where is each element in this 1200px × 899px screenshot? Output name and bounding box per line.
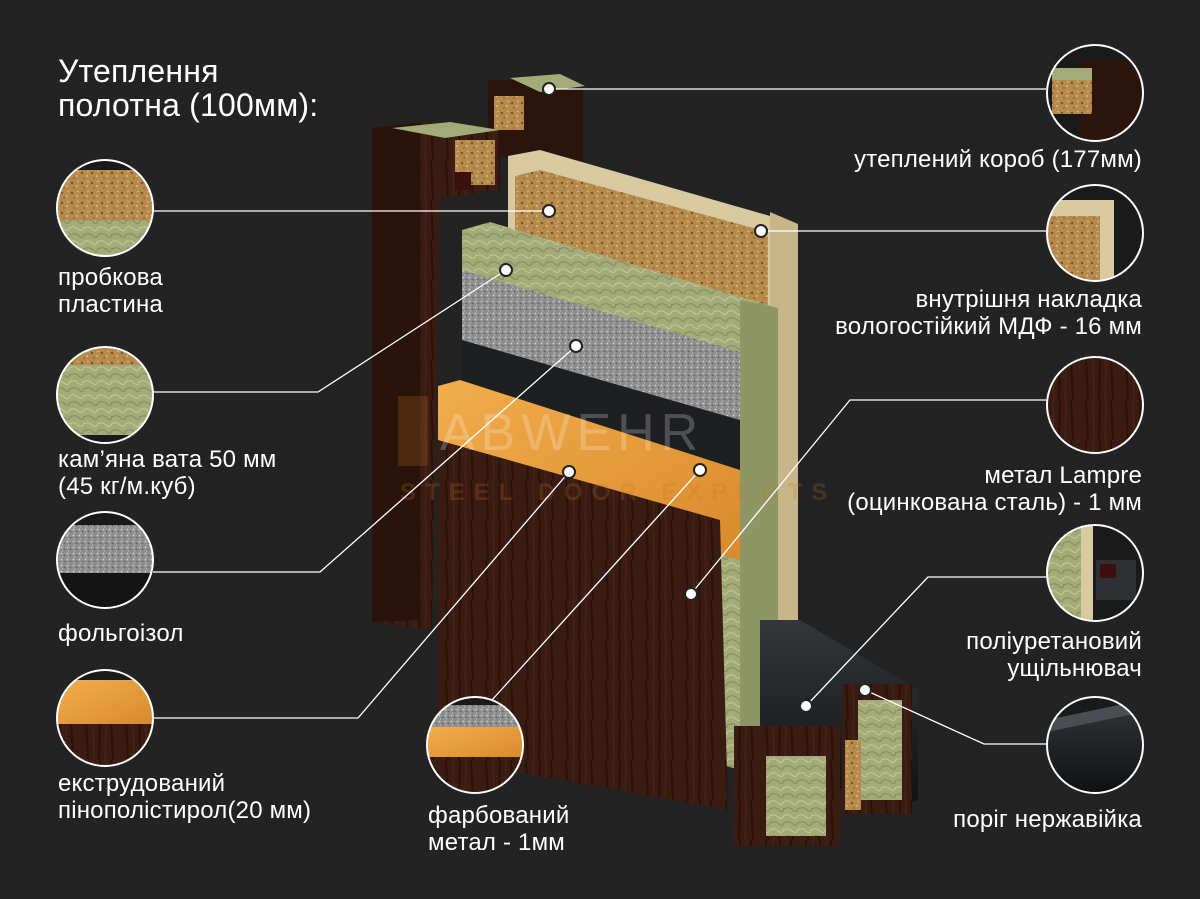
label-inner-panel: внутрішня накладка вологостійкий МДФ - 1… [835,286,1142,340]
zoom-circle-lampre [1046,356,1144,454]
label-stone-wool-line-2: (45 кг/м.куб) [58,473,196,500]
label-painted-metal-line-1: фарбований [428,802,570,829]
title-line-2: полотна (100мм): [58,87,319,123]
dot-threshold [858,683,872,697]
callout-dots [499,82,872,713]
dot-pu-seal [799,699,813,713]
label-lampre-metal: метал Lampre (оцинкована сталь) - 1 мм [847,462,1142,516]
label-xps: екструдований пінополістирол(20 мм) [58,770,311,824]
leader-foil [153,345,577,573]
dot-xps [562,465,576,479]
leader-lampre [690,399,1046,595]
label-foil-line-1: фольгоізол [58,620,184,647]
zoom-circle-painted-metal [426,696,524,794]
page-title: Утеплення полотна (100мм): [58,54,318,122]
label-cork-plate-line-1: пробкова [58,264,163,291]
dot-stone-wool [499,263,513,277]
zoom-circle-inner-panel [1046,184,1144,282]
label-xps-line-1: екструдований [58,770,226,797]
leader-stone-wool [153,269,507,393]
leader-painted-metal [491,469,701,701]
dot-lampre [684,587,698,601]
dot-inner-panel [754,224,768,238]
foil-layer [462,270,740,420]
label-pu-seal-line-1: поліуретановий [966,628,1142,655]
dot-insulated-frame [542,82,556,96]
zoom-circle-stone-wool [56,346,154,444]
label-insulated-frame-line-1: утеплений короб (177мм) [853,146,1142,173]
leader-lines [153,88,1046,745]
zoom-circle-pu-seal [1046,524,1144,622]
leader-threshold [864,689,1046,745]
label-foil-insulation: фольгоізол [58,620,184,647]
brand-watermark: ABWEHR STEEL DOOR EXPERTS [398,396,836,506]
label-cork-plate-line-2: пластина [58,291,163,318]
dot-foil [569,339,583,353]
zoom-circle-threshold [1046,696,1144,794]
zoom-circle-insulated-frame [1046,44,1144,142]
dot-painted-metal [693,463,707,477]
label-painted-metal: фарбований метал - 1мм [428,802,569,856]
leader-pu-seal [805,576,1046,707]
label-threshold-line-1: поріг нержавійка [953,806,1142,833]
watermark-brand: ABWEHR [440,404,704,462]
dot-cork-plate [542,204,556,218]
label-cork-plate: пробкова пластина [58,264,163,318]
frame-post-back-insulation [494,96,524,130]
label-pu-seal: поліуретановий ущільнювач [966,628,1142,682]
door-section [372,74,918,846]
leader-xps [153,471,570,719]
label-lampre-line-1: метал Lampre [984,462,1142,489]
zoom-circle-xps [56,669,154,767]
label-stone-wool-line-1: кам’яна вата 50 мм [58,446,277,473]
label-xps-line-2: пінополістирол(20 мм) [58,797,312,824]
label-steel-threshold: поріг нержавійка [953,806,1142,833]
zoom-circle-foil [56,511,154,609]
zoom-circle-cork-plate [56,159,154,257]
label-pu-seal-line-2: ущільнювач [1007,655,1142,682]
label-inner-panel-line-1: внутрішня накладка [915,286,1142,313]
label-stone-wool: кам’яна вата 50 мм (45 кг/м.куб) [58,446,276,500]
title-line-1: Утеплення [58,53,219,89]
label-inner-panel-line-2: вологостійкий МДФ - 16 мм [835,313,1142,340]
label-insulated-frame: утеплений короб (177мм) [854,146,1142,173]
watermark-tagline: STEEL DOOR EXPERTS [400,479,836,506]
label-lampre-line-2: (оцинкована сталь) - 1 мм [847,489,1142,516]
label-painted-metal-line-2: метал - 1мм [428,829,566,856]
